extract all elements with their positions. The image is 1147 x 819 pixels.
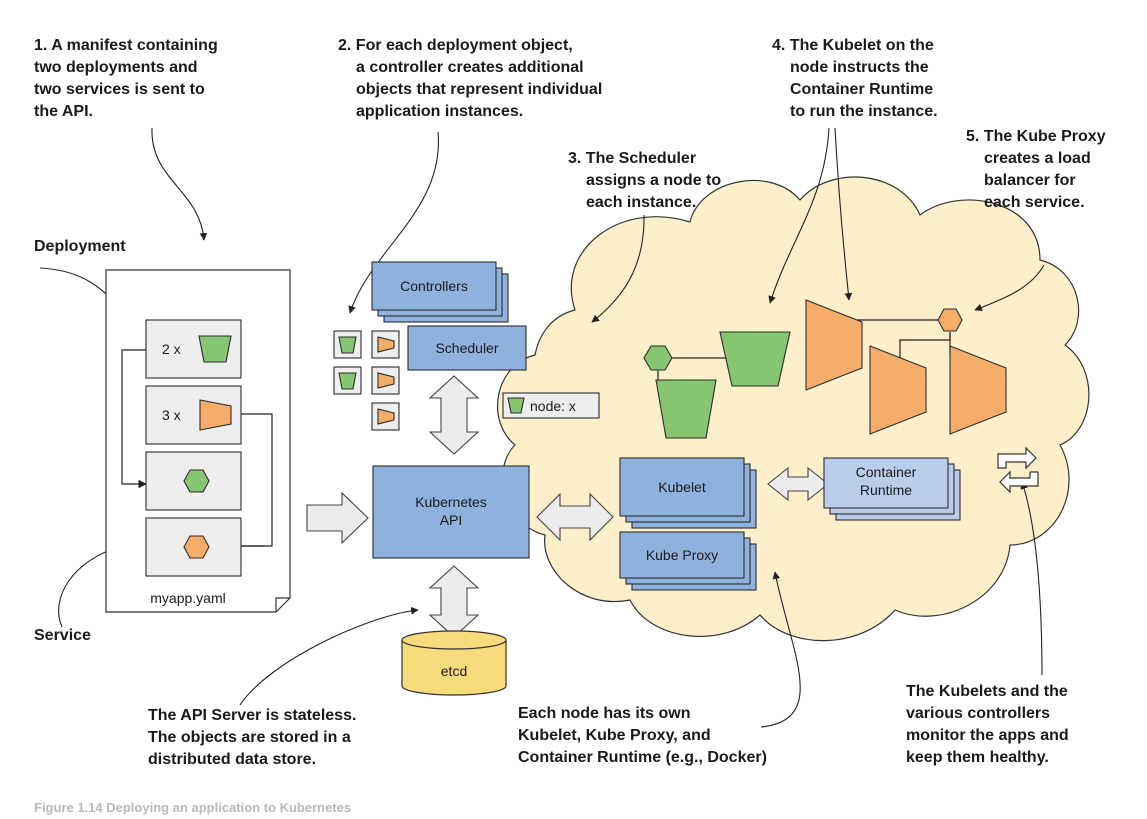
container-runtime-label-line1: Container bbox=[856, 464, 917, 480]
controllers-label: Controllers bbox=[400, 278, 468, 294]
reconcile-cycle-icon bbox=[997, 446, 1039, 494]
controllers-stack: Controllers bbox=[371, 261, 509, 323]
monitor-note: The Kubelets and the various controllers… bbox=[906, 683, 1073, 766]
node-tag-label: node: x bbox=[530, 398, 576, 414]
green-instance-icon bbox=[338, 336, 357, 354]
instance-objects bbox=[333, 330, 400, 431]
leader-lines bbox=[39, 127, 1045, 728]
orange-deployment-icon bbox=[199, 399, 232, 431]
green-service-hexagon-icon bbox=[643, 345, 673, 371]
step3-annotation: 3. The Scheduler assigns a node to each … bbox=[568, 150, 726, 211]
step2-annotation: 2. For each deployment object, a control… bbox=[338, 37, 607, 120]
manifest-filename: myapp.yaml bbox=[150, 590, 225, 606]
step4-annotation: 4. The Kubelet on the node instructs the… bbox=[772, 37, 938, 120]
orange-pod-icon bbox=[805, 299, 863, 391]
orange-service-hexagon-icon bbox=[183, 535, 210, 559]
manifest-to-api-arrow bbox=[306, 491, 369, 545]
orange-instance-icon bbox=[377, 408, 395, 425]
green-pod-icon bbox=[719, 331, 791, 387]
green-instance-icon bbox=[507, 397, 525, 414]
kube-proxy-stack: Kube Proxy bbox=[619, 531, 757, 591]
green-instance-icon bbox=[338, 372, 357, 390]
api-kubelet-arrow bbox=[536, 492, 614, 542]
orange-service-hexagon-icon bbox=[937, 308, 963, 332]
orange-pod-icon bbox=[869, 345, 927, 435]
green-pod-icon bbox=[655, 379, 717, 439]
container-runtime-label-line2: Runtime bbox=[860, 482, 912, 498]
green-deployment-icon bbox=[198, 335, 232, 363]
figure-caption: Figure 1.14 Deploying an application to … bbox=[34, 800, 351, 815]
etcd-database: etcd bbox=[401, 630, 507, 696]
orange-pod-icon bbox=[949, 345, 1007, 435]
scheduler-api-arrow bbox=[428, 375, 480, 455]
orange-instance-icon bbox=[377, 372, 395, 389]
green-service-hexagon-icon bbox=[183, 469, 210, 493]
green-app-group bbox=[643, 331, 791, 439]
etcd-label: etcd bbox=[441, 663, 467, 679]
node-assignment-tag: node: x bbox=[502, 392, 600, 419]
manifest-file: myapp.yaml 2 x 3 x bbox=[105, 269, 291, 613]
step1-annotation: 1. A manifest containing two deployments… bbox=[34, 37, 222, 120]
kubernetes-api-label-line1: Kubernetes bbox=[415, 494, 487, 510]
kube-proxy-label: Kube Proxy bbox=[646, 547, 718, 563]
api-etcd-arrow bbox=[428, 565, 480, 638]
kubelet-label: Kubelet bbox=[658, 479, 706, 495]
node-components-note: Each node has its own Kubelet, Kube Prox… bbox=[518, 705, 767, 766]
deployment-green-count: 2 x bbox=[162, 341, 181, 357]
scheduler-box bbox=[407, 325, 527, 371]
deployment-orange-count: 3 x bbox=[162, 407, 181, 423]
kubernetes-api-box bbox=[372, 465, 530, 559]
scheduler-label: Scheduler bbox=[435, 340, 498, 356]
kubernetes-api-label-line2: API bbox=[440, 512, 463, 528]
orange-instance-icon bbox=[377, 336, 395, 353]
step5-annotation: 5. The Kube Proxy creates a load balance… bbox=[966, 128, 1110, 211]
container-runtime-stack: Container Runtime bbox=[823, 457, 961, 521]
api-stateless-note: The API Server is stateless. The objects… bbox=[148, 707, 361, 768]
deployment-label: Deployment bbox=[34, 238, 126, 255]
orange-app-group bbox=[805, 299, 1007, 435]
service-label: Service bbox=[34, 627, 91, 644]
kubelet-stack: Kubelet bbox=[619, 457, 757, 529]
